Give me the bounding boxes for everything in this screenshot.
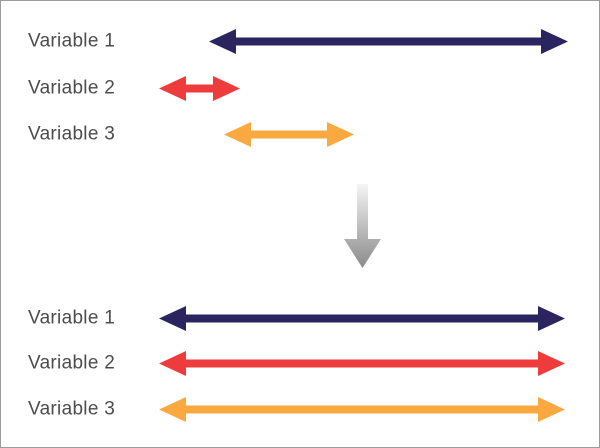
variable-3-scaled-arrow-icon xyxy=(159,396,565,422)
variable-2-range-arrow-icon xyxy=(159,75,240,101)
variable-3-label: Variable 3 xyxy=(28,123,116,145)
variable-2-label: Variable 2 xyxy=(28,77,116,99)
variable-1-scaled-arrow-icon xyxy=(159,305,565,331)
variable-1-label-after: Variable 1 xyxy=(28,307,116,329)
variable-2-label-after: Variable 2 xyxy=(28,352,116,374)
variable-3-label-after: Variable 3 xyxy=(28,398,116,420)
variable-3-range-arrow-icon xyxy=(224,121,354,147)
variable-1-label: Variable 1 xyxy=(28,30,116,52)
variable-1-range-arrow-icon xyxy=(209,28,568,54)
variable-2-scaled-arrow-icon xyxy=(159,350,565,376)
transform-down-arrow-icon xyxy=(343,184,381,268)
